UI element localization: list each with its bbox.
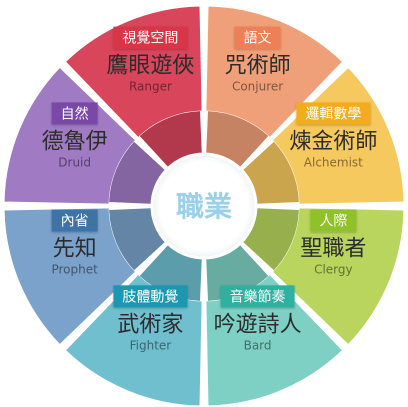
occupation-name: 鷹眼遊俠 [106, 54, 194, 79]
occupation-english: Prophet [51, 263, 98, 277]
occupation-english: Bard [244, 338, 272, 352]
category-label: 視覺空間 [122, 31, 178, 47]
category-label: 自然 [61, 105, 89, 122]
occupation-english: Ranger [129, 80, 172, 94]
category-label: 肢體動覺 [122, 289, 178, 305]
category-label: 內省 [61, 214, 89, 230]
occupation-english: Druid [58, 155, 91, 169]
category-label: 邏輯數學 [305, 106, 361, 122]
occupation-name: 吟遊詩人 [214, 312, 302, 337]
center-title: 職業 [176, 190, 232, 223]
center-hub [150, 152, 258, 260]
category-label: 人際 [319, 214, 347, 230]
category-label: 語文 [244, 31, 272, 47]
occupation-english: Alchemist [304, 155, 363, 169]
category-tag [51, 209, 98, 232]
occupation-name: 武術家 [117, 312, 183, 337]
occupation-name: 德魯伊 [42, 129, 108, 154]
category-tag [220, 285, 295, 308]
category-label: 音樂節奏 [230, 288, 286, 305]
occupation-english: Conjurer [232, 80, 283, 94]
occupation-name: 咒術師 [225, 54, 291, 79]
occupation-english: Clergy [314, 263, 353, 277]
occupation-name: 煉金術師 [289, 129, 377, 154]
category-tag [310, 209, 357, 232]
occupation-english: Fighter [130, 338, 172, 352]
occupation-name: 聖職者 [300, 237, 366, 262]
category-tag [113, 26, 188, 49]
category-tag [296, 102, 371, 125]
category-tag [113, 285, 188, 308]
occupation-name: 先知 [53, 237, 97, 262]
category-tag [234, 26, 281, 49]
category-tag [51, 102, 98, 125]
